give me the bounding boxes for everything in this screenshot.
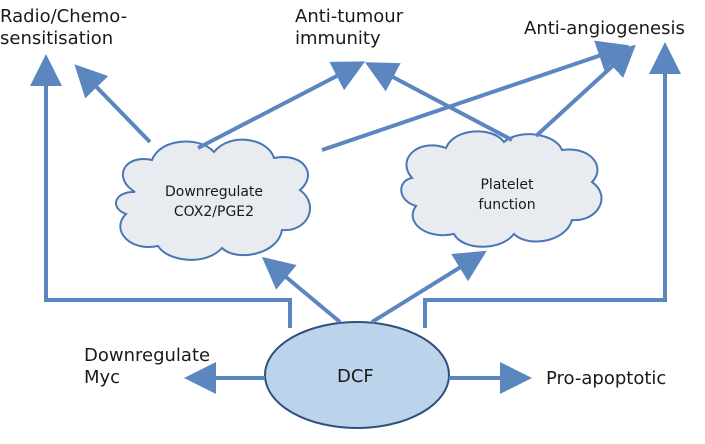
label-immunity-line1: Anti-tumour — [295, 6, 404, 27]
arrows-group — [30, 40, 681, 394]
arrow-cox-to-immunity — [197, 61, 366, 150]
arrow-dcf-to-cox — [261, 256, 342, 324]
arrow-dcf-to-platelet — [370, 250, 487, 324]
arrow-platelet-to-immunity — [364, 62, 513, 142]
label-pro-apoptotic: Pro-apoptotic — [546, 368, 667, 389]
label-cox-cloud: Downregulate COX2/PGE2 — [152, 182, 276, 222]
arrow-platelet-to-angio — [534, 44, 636, 138]
label-platelet-cloud: Platelet function — [452, 175, 562, 215]
label-downregulate-myc: Downregulate Myc — [84, 345, 210, 389]
label-radio-chemo: Radio/Chemo- sensitisation — [0, 6, 127, 50]
arrow-cox-to-radio — [74, 64, 152, 144]
platelet-cloud-shape — [400, 130, 603, 248]
label-immunity-line2: immunity — [295, 28, 381, 49]
label-myc-line2: Myc — [84, 367, 121, 388]
cox-cloud-shape — [114, 138, 311, 261]
label-anti-tumour-immunity: Anti-tumour immunity — [295, 6, 403, 50]
dcf-ellipse — [264, 321, 450, 429]
label-cox-line1: Downregulate — [164, 184, 264, 200]
label-dcf: DCF — [337, 366, 374, 387]
label-radio-line1: Radio/Chemo- — [0, 6, 128, 27]
arrow-dcf-to-radio — [30, 54, 292, 328]
arrow-dcf-to-angio — [423, 42, 681, 328]
label-myc-line1: Downregulate — [84, 345, 211, 366]
label-cox-line2: COX2/PGE2 — [173, 204, 255, 220]
label-platelet-line1: Platelet — [480, 177, 534, 193]
label-radio-line2: sensitisation — [0, 28, 114, 49]
label-anti-angiogenesis: Anti-angiogenesis — [524, 18, 685, 39]
arrow-cox-to-angio — [321, 40, 630, 152]
label-platelet-line2: function — [478, 197, 536, 213]
